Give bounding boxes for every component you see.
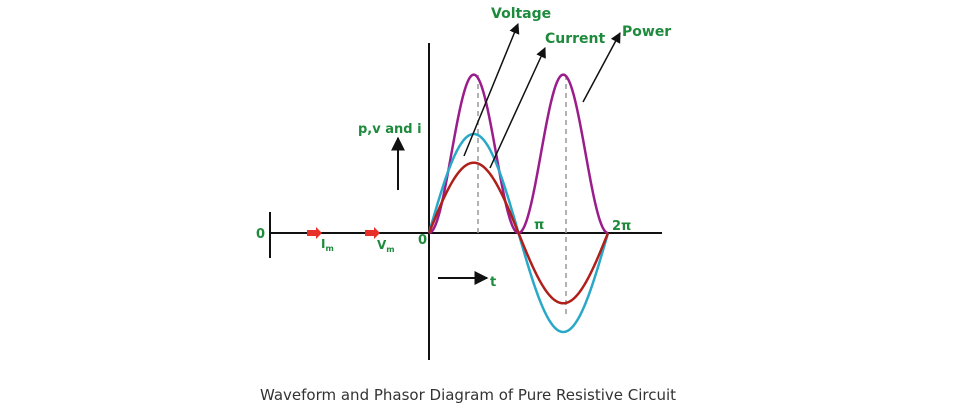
two-pi-label: 2π: [612, 219, 631, 234]
voltage-leader-arrow: [463, 23, 520, 157]
y-axis-label: p,v and i: [358, 122, 422, 137]
current-label: Current: [545, 31, 606, 47]
im-label-sub: m: [325, 244, 333, 253]
vm-phasor-arrow: [365, 227, 380, 239]
origin-label: 0: [418, 233, 427, 248]
vm-label: Vm: [377, 238, 395, 254]
im-phasor-arrow: [307, 227, 322, 239]
current-waveform: [427, 161, 610, 305]
current-leader-arrow: [489, 47, 546, 169]
figure-caption: Waveform and Phasor Diagram of Pure Resi…: [260, 386, 676, 404]
vm-label-sub: m: [386, 245, 394, 254]
time-label: t: [490, 275, 496, 290]
im-label: Im: [321, 237, 334, 253]
im-label-base: I: [321, 237, 325, 251]
voltage-label: Voltage: [491, 6, 551, 22]
power-label: Power: [622, 24, 671, 40]
power-leader-arrow: [582, 32, 621, 103]
phasor-origin-label: 0: [256, 227, 265, 242]
vm-label-base: V: [377, 238, 387, 252]
pi-label: π: [534, 218, 544, 233]
